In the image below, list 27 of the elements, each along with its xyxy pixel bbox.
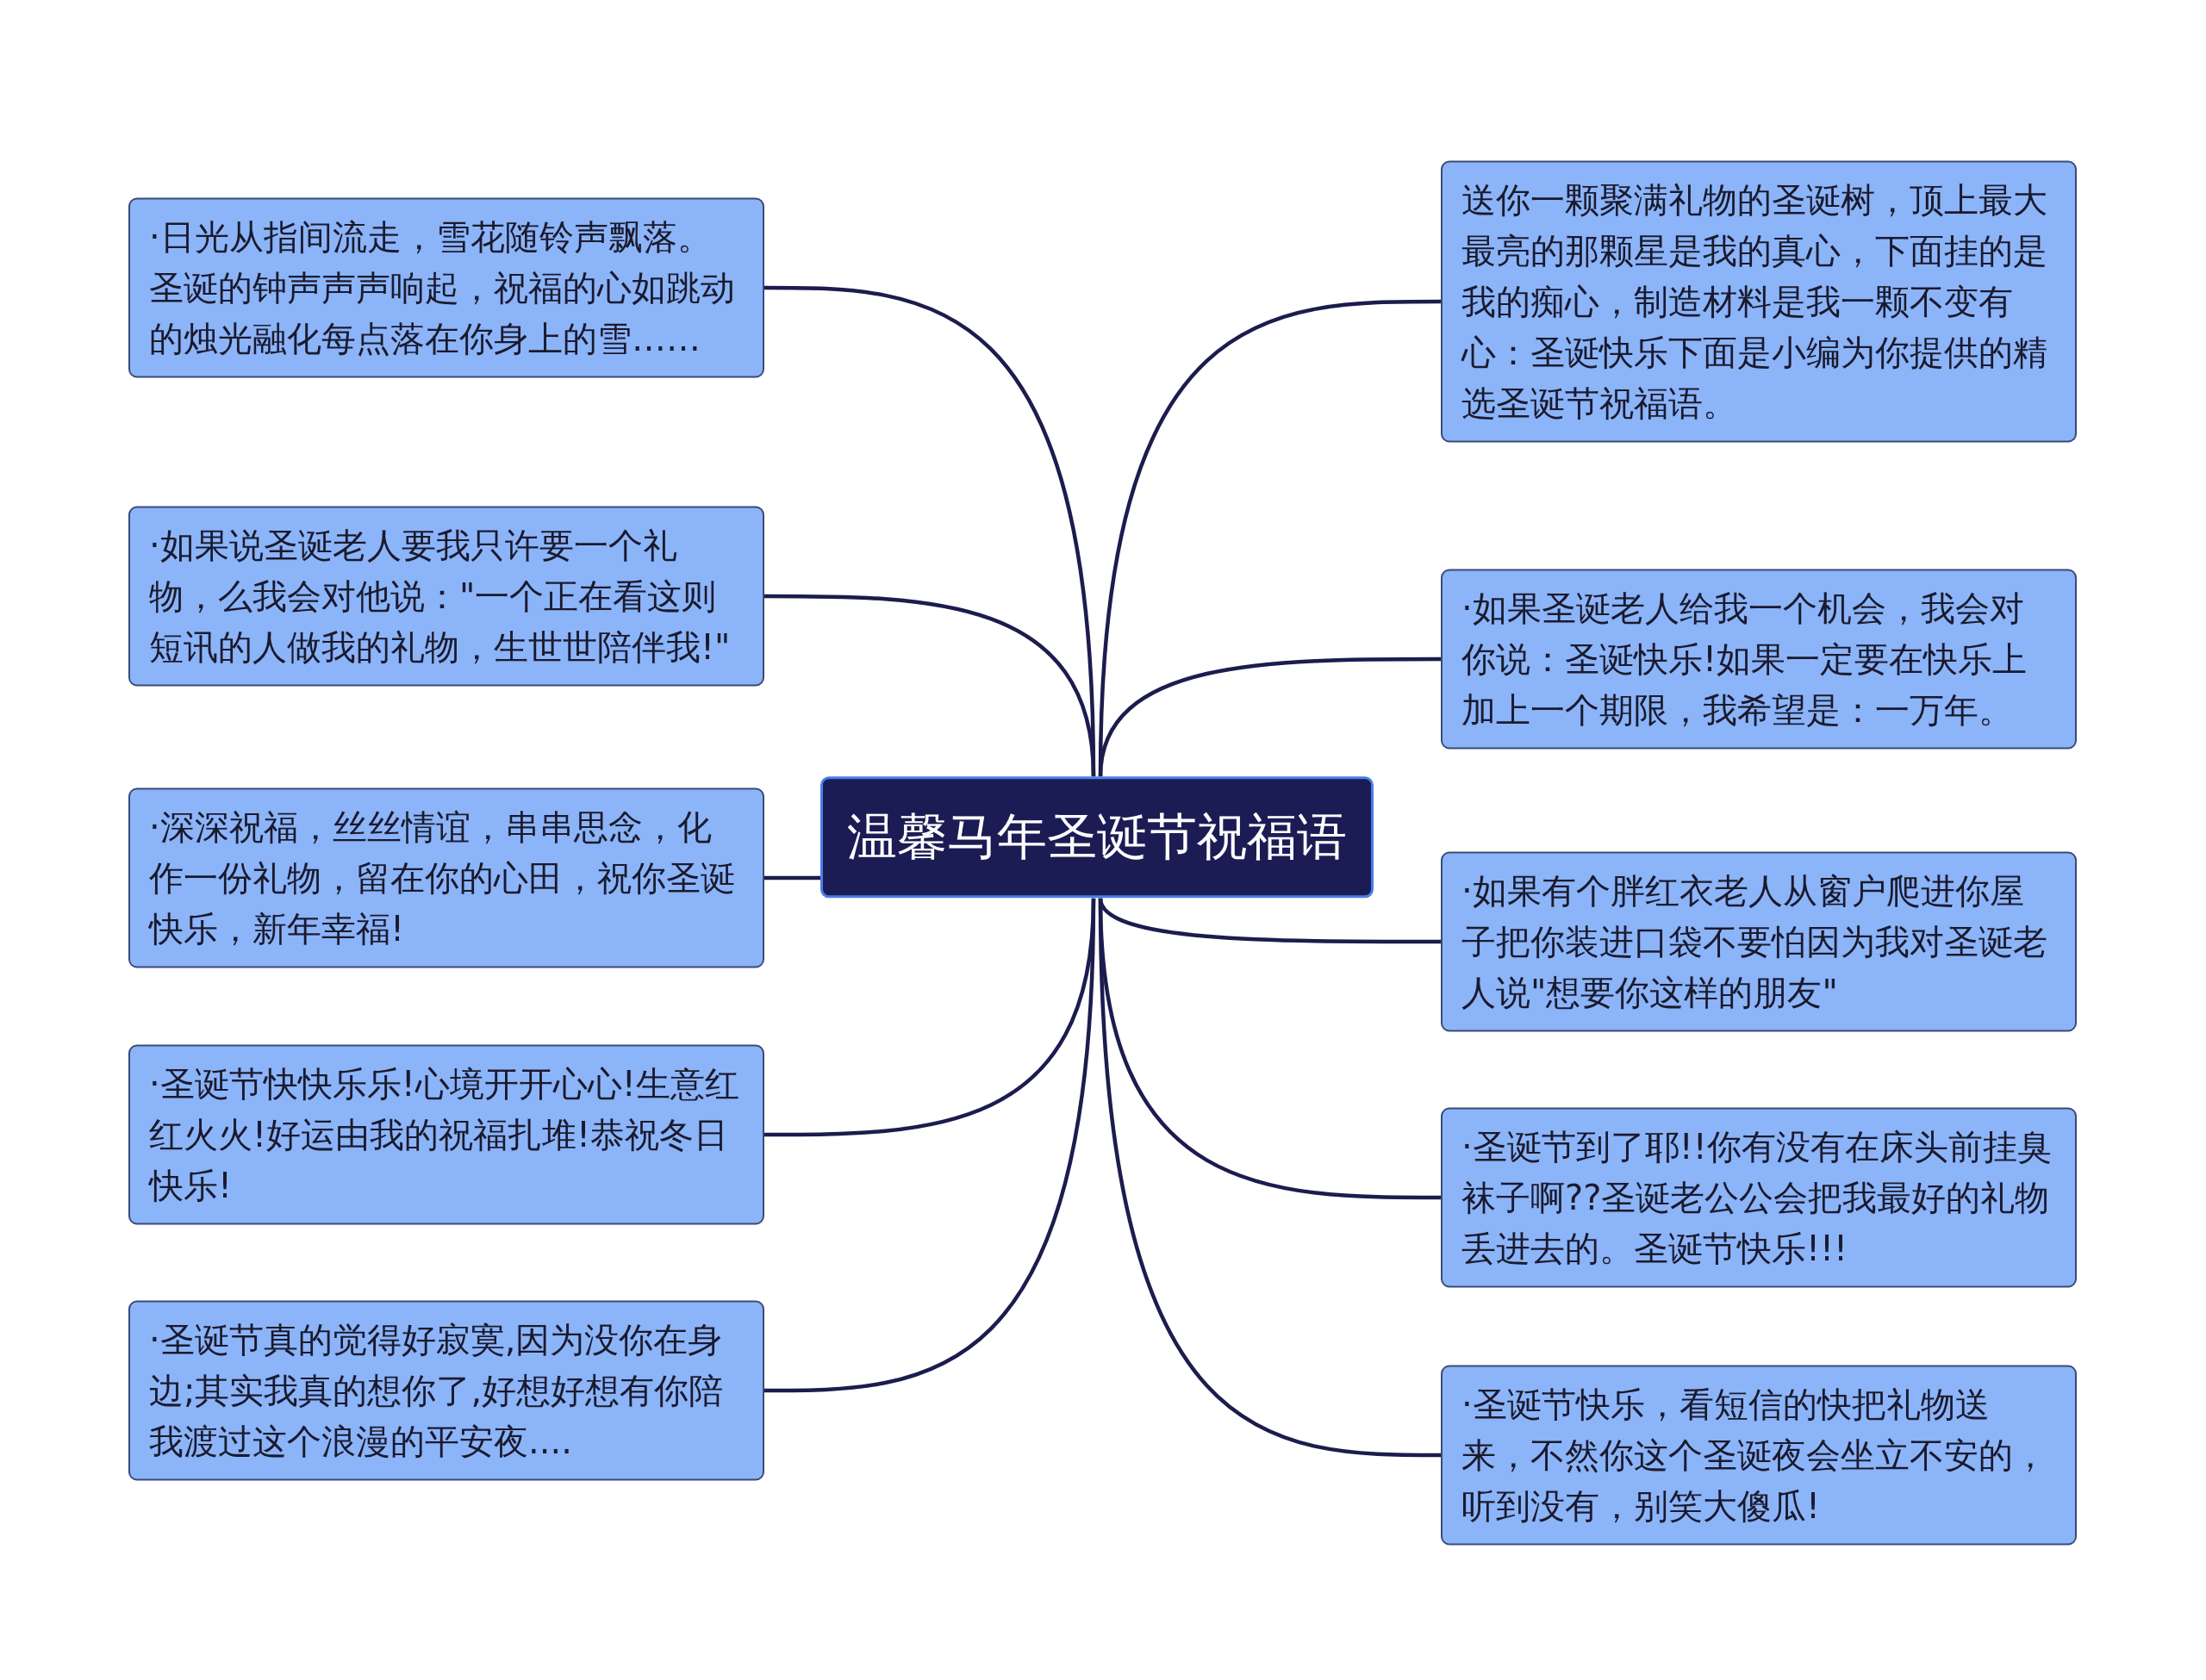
connector-curve [764, 875, 820, 880]
connector-curve [764, 594, 1096, 777]
connector-curve [1098, 656, 1441, 777]
topic-box [128, 1044, 764, 1225]
connector-curve [764, 898, 1096, 1393]
topic-text: ·如果说圣诞老人要我只许要一个礼物，么我会对他说："一个正在看这则短讯的人做我的礼物，生世世陪伴我!" [149, 524, 732, 669]
topic-box [1441, 569, 2077, 750]
topic-text: ·如果有个胖红衣老人从窗户爬进你屋子把你装进口袋不要怕因为我对圣诞老人说"想要你这样的朋友" [1461, 869, 2048, 1014]
topic-title: 温馨马年圣诞节祝福语 [847, 806, 1347, 868]
topic-box [128, 197, 764, 378]
topic-box [128, 506, 764, 687]
topic-box [1441, 1107, 2077, 1288]
topic-box [1441, 1365, 2077, 1546]
connector-curve [1098, 898, 1441, 1458]
topic-text: ·圣诞节快快乐乐!心境开开心心!生意红红火火!好运由我的祝福扎堆!恭祝冬日快乐! [149, 1062, 740, 1207]
topic-box [1441, 160, 2077, 443]
topic-box [128, 787, 764, 968]
topic-text: 送你一颗聚满礼物的圣诞树，顶上最大最亮的那颗星是我的真心，下面挂的是我的痴心，制造材料是我一颗不变有心：圣诞快乐下面是小编为你提供的精选圣诞节祝福语。 [1461, 178, 2048, 425]
topic-text: ·日光从指间流走，雪花随铃声飘落。圣诞的钟声声声响起，祝福的心如跳动的烛光融化每点落在你身上的雪…… [149, 215, 736, 360]
topic-box [1441, 851, 2077, 1032]
topic-text: ·如果圣诞老人给我一个机会，我会对你说：圣诞快乐!如果一定要在快乐上加上一个期限，我希望是：一万年。 [1461, 587, 2028, 731]
central-topic [820, 776, 1374, 899]
topic-text: ·圣诞节真的觉得好寂寞,因为没你在身边;其实我真的想你了,好想好想有你陪我渡过这个浪漫的平安夜.... [149, 1318, 725, 1463]
topic-text: ·圣诞节到了耶!!你有没有在床头前挂臭袜子啊??圣诞老公公会把我最好的礼物丢进去的。圣诞节快乐!!! [1461, 1125, 2053, 1270]
topic-text: ·深深祝福，丝丝情谊，串串思念，化作一份礼物，留在你的心田，祝你圣诞快乐，新年幸福! [149, 806, 736, 950]
topic-text: ·圣诞节快乐，看短信的快把礼物送来，不然你这个圣诞夜会坐立不安的，听到没有，别笑大傻瓜! [1461, 1383, 2048, 1528]
topic-box [128, 1300, 764, 1481]
